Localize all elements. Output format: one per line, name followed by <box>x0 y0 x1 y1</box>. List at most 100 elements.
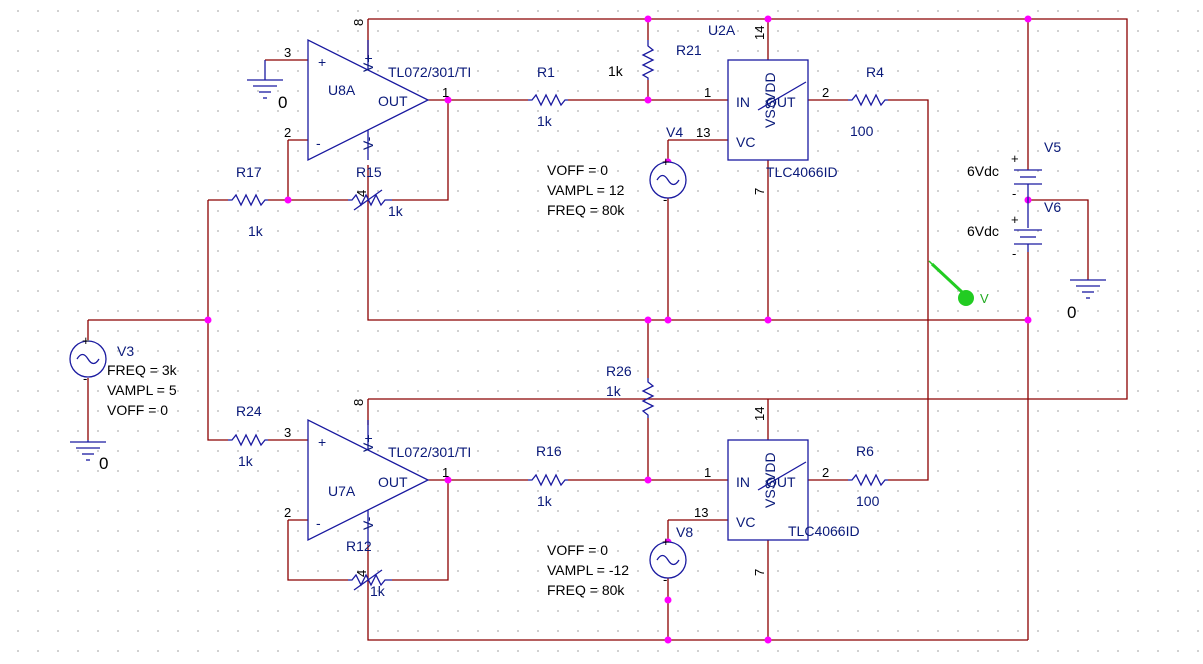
u7a-model: TL072/301/TI <box>388 444 471 460</box>
resistor-r6-zigzag <box>848 473 888 487</box>
junction-dot <box>764 316 772 324</box>
u8a-vplus-label: V+ <box>360 54 376 72</box>
u8a-pin1: 1 <box>442 85 449 100</box>
r6-value: 100 <box>856 493 880 509</box>
sine-icon <box>656 174 680 186</box>
u8a-model: TL072/301/TI <box>388 64 471 80</box>
v4-vampl: VAMPL = 12 <box>547 182 625 198</box>
source-v8[interactable]: + - V8 VOFF = 0 VAMPL = -12 FREQ = 80k <box>547 524 693 598</box>
r4-name: R4 <box>866 64 884 80</box>
ground-2-label: 0 <box>99 454 108 473</box>
r16-name: R16 <box>536 443 562 459</box>
u8a-pin4: 4 <box>354 190 369 197</box>
v8-voff: VOFF = 0 <box>547 542 608 558</box>
r17-name: R17 <box>236 164 262 180</box>
r12-value: 1k <box>370 583 386 599</box>
r12-name: R12 <box>346 538 372 554</box>
resistor-r17-zigzag <box>228 193 268 207</box>
u2a-pin7: 7 <box>752 188 767 195</box>
u2b-vss-label: VSS <box>762 480 778 508</box>
junction-dot <box>644 316 652 324</box>
ground-1-label: 0 <box>278 93 287 112</box>
u2b-pin13: 13 <box>694 505 708 520</box>
v8-vampl: VAMPL = -12 <box>547 562 629 578</box>
u2b-pin2: 2 <box>822 465 829 480</box>
u7a-pin2: 2 <box>284 505 291 520</box>
junction-dot <box>764 15 772 23</box>
u8a-pin3: 3 <box>284 45 291 60</box>
v8-freq: FREQ = 80k <box>547 582 625 598</box>
resistor-r1[interactable]: R1 1k <box>528 64 568 129</box>
resistor-r26[interactable]: R26 1k <box>606 363 655 418</box>
probe-icon <box>958 290 974 306</box>
resistor-r15[interactable]: R15 1k <box>348 164 404 219</box>
junction-dot <box>644 96 652 104</box>
junction-dot <box>1024 316 1032 324</box>
r1-value: 1k <box>537 113 553 129</box>
u7a-name: U7A <box>328 483 356 499</box>
ground-1: 0 <box>247 60 287 112</box>
voltage-probe[interactable]: V <box>928 260 989 306</box>
switch-u2b[interactable]: IN OUT VC VSS VDD TLC4066ID 14 1 2 13 7 <box>694 407 860 576</box>
r15-value: 1k <box>388 203 404 219</box>
u2a-model: TLC4066ID <box>766 164 838 180</box>
u2b-pin1: 1 <box>704 465 711 480</box>
r4-value: 100 <box>850 123 874 139</box>
junction-dot <box>664 596 672 604</box>
resistor-r12[interactable]: R12 1k <box>346 538 392 599</box>
source-v4[interactable]: + - V4 VOFF = 0 VAMPL = 12 FREQ = 80k <box>547 124 687 218</box>
u2a-vc-label: VC <box>736 134 755 150</box>
r21-name: R21 <box>676 42 702 58</box>
resistor-r21-zigzag <box>641 40 655 80</box>
u8a-pin8: 8 <box>351 19 366 26</box>
v3-name: V3 <box>117 343 134 359</box>
u8a-name: U8A <box>328 82 356 98</box>
v3-freq: FREQ = 3k <box>107 362 178 378</box>
v5-minus: - <box>1012 186 1016 201</box>
r6-name: R6 <box>856 443 874 459</box>
u8a-pin2: 2 <box>284 125 291 140</box>
source-v3[interactable]: + - V3 FREQ = 3k VAMPL = 5 VOFF = 0 <box>69 333 178 418</box>
v3-minus: - <box>83 371 87 386</box>
u2a-pin2: 2 <box>822 85 829 100</box>
junction-dot <box>204 316 212 324</box>
junction-dot <box>664 316 672 324</box>
u2b-in-label: IN <box>736 474 750 490</box>
resistor-r17[interactable]: R17 1k <box>228 164 268 239</box>
u2b-vc-label: VC <box>736 514 755 530</box>
u2a-in-label: IN <box>736 94 750 110</box>
u7a-pin3: 3 <box>284 425 291 440</box>
resistor-r4[interactable]: R4 100 <box>848 64 888 139</box>
u7a-minus-sign: - <box>316 515 321 531</box>
resistor-r24[interactable]: R24 1k <box>228 403 268 469</box>
r17-value: 1k <box>248 223 264 239</box>
v3-voff: VOFF = 0 <box>107 402 168 418</box>
ground-3-label: 0 <box>1067 303 1076 322</box>
u2a-vss-label: VSS <box>762 100 778 128</box>
battery-v6[interactable]: + - V6 6Vdc <box>967 199 1061 261</box>
switch-u2a[interactable]: IN OUT VC VSS VDD U2A TLC4066ID 14 1 2 1… <box>696 22 838 195</box>
v4-plus: + <box>662 154 670 169</box>
u7a-pin8: 8 <box>351 399 366 406</box>
v8-minus: - <box>663 572 667 587</box>
u7a-vminus-label: V- <box>360 516 376 530</box>
resistor-r16[interactable]: R16 1k <box>528 443 568 509</box>
v4-minus: - <box>663 192 667 207</box>
opamp-u8a[interactable]: + - U8A OUT V+ V- TL072/301/TI 3 2 1 8 4 <box>284 19 471 197</box>
u2a-pin1: 1 <box>704 85 711 100</box>
ground-2: 0 <box>70 440 108 473</box>
v5-name: V5 <box>1044 139 1061 155</box>
u2b-pin7: 7 <box>752 569 767 576</box>
probe-label: V <box>980 291 989 306</box>
resistor-r6[interactable]: R6 100 <box>848 443 888 509</box>
battery-v5[interactable]: + - V5 6Vdc <box>967 139 1061 201</box>
u7a-vplus-label: V+ <box>360 434 376 452</box>
r26-name: R26 <box>606 363 632 379</box>
opamp-u7a[interactable]: + - U7A OUT V+ V- TL072/301/TI 3 2 1 8 4 <box>284 399 471 577</box>
u2a-out-label: OUT <box>766 94 796 110</box>
resistor-r21[interactable]: R21 1k <box>608 40 702 80</box>
v8-name: V8 <box>676 524 693 540</box>
v4-voff: VOFF = 0 <box>547 162 608 178</box>
v6-name: V6 <box>1044 199 1061 215</box>
